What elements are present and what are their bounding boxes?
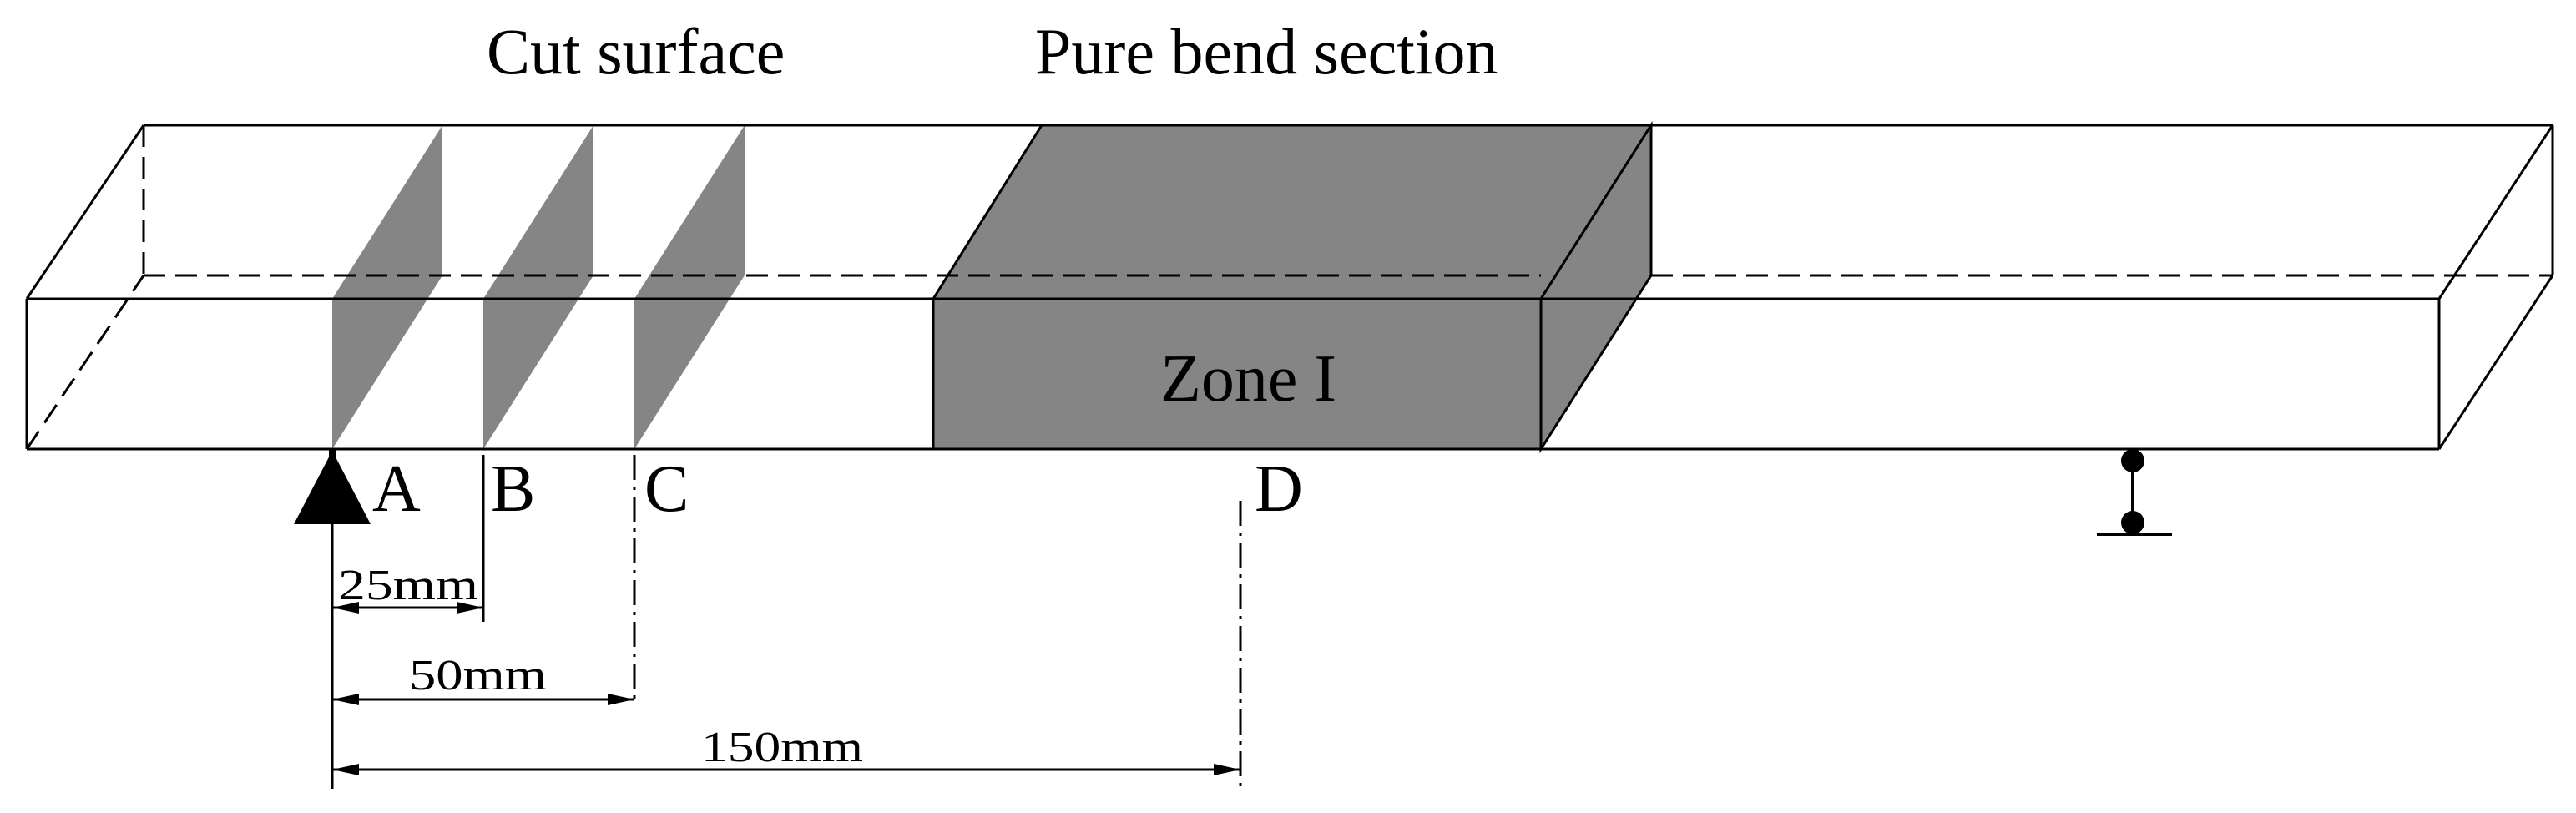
cut-surface-c — [634, 125, 745, 449]
cut-surface-a — [332, 125, 442, 449]
dimension-25mm: 25mm — [332, 562, 483, 614]
dimension-50mm-label: 50mm — [409, 652, 547, 699]
point-c-label: C — [644, 452, 689, 526]
pure-bend-top-face — [931, 124, 1654, 300]
roller-support — [2097, 449, 2172, 536]
pin-support — [294, 449, 371, 524]
beam-outline — [25, 124, 2554, 451]
pure-bend-block — [931, 120, 1654, 454]
dimension-25mm-label: 25mm — [338, 562, 478, 609]
cut-surface-label: Cut surface — [487, 15, 785, 88]
point-d-label: D — [1255, 452, 1303, 526]
support-triangle — [294, 451, 371, 524]
pure-bend-section-label: Pure bend section — [1035, 15, 1498, 88]
cut-surface-b — [483, 125, 593, 449]
zone-label: Zone I — [1160, 342, 1336, 416]
dimension-150mm: 150mm — [332, 724, 1240, 775]
cut-surfaces — [332, 125, 745, 449]
dimension-150mm-label: 150mm — [701, 724, 863, 771]
pure-bend-front-face — [932, 297, 1543, 451]
extension-lines — [331, 455, 1242, 789]
point-b-label: B — [491, 452, 535, 526]
point-a-label: A — [372, 452, 421, 526]
dimension-50mm: 50mm — [332, 652, 634, 705]
